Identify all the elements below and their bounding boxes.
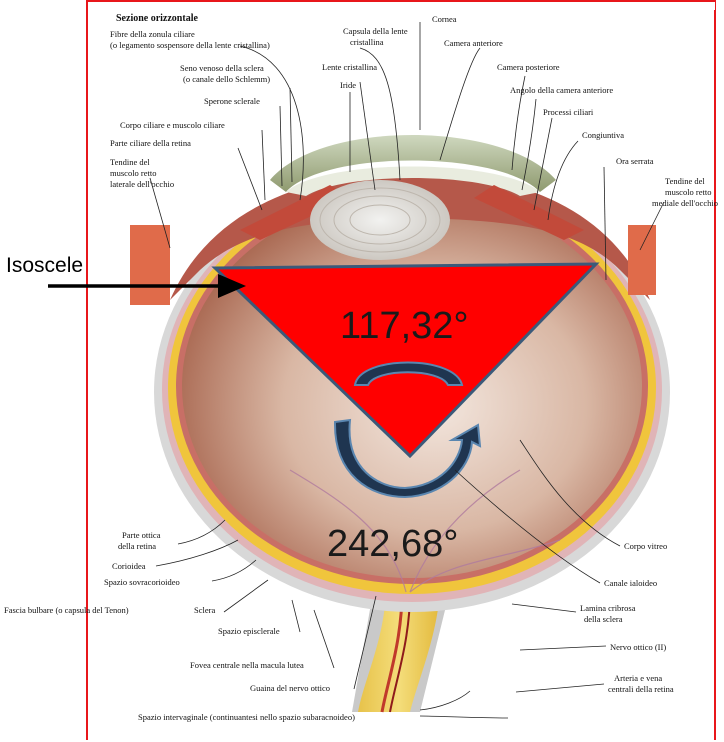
label-cornea: Cornea <box>432 14 457 24</box>
label-processi-ciliari: Processi ciliari <box>543 107 594 117</box>
label-canale-ialoideo: Canale ialoideo <box>604 578 657 588</box>
label-spazio-intervaginale: Spazio intervaginale (continuantesi nell… <box>138 712 355 722</box>
label-parte-ottica-2: della retina <box>118 541 156 551</box>
label-fibre-zonula-2: (o legamento sospensore della lente cris… <box>110 40 270 50</box>
label-capsula-2: cristallina <box>350 37 384 47</box>
label-fovea: Fovea centrale nella macula lutea <box>190 660 304 670</box>
label-tendine-mediale-3: mediale dell'occhio <box>652 198 718 208</box>
diagram-title: Sezione orizzontale <box>116 13 198 24</box>
label-arteria-vena: Arteria e vena <box>614 673 662 683</box>
label-guaina: Guaina del nervo ottico <box>250 683 330 693</box>
label-tendine-laterale-2: muscolo retto <box>110 168 157 178</box>
label-arteria-vena-2: centrali della retina <box>608 684 674 694</box>
label-nervo-ottico: Nervo ottico (II) <box>610 642 666 652</box>
label-tendine-mediale-2: muscolo retto <box>665 187 712 197</box>
label-capsula: Capsula della lente <box>343 26 408 36</box>
label-seno-venoso-2: (o canale dello Schlemm) <box>183 74 270 84</box>
label-parte-ciliare-retina: Parte ciliare della retina <box>110 138 191 148</box>
label-fibre-zonula: Fibre della zonula ciliare <box>110 29 195 39</box>
inner-angle-label: 117,32° <box>340 305 469 347</box>
label-corpo-ciliare: Corpo ciliare e muscolo ciliare <box>120 120 225 130</box>
label-spazio-sovracorioideo: Spazio sovracorioideo <box>104 577 180 587</box>
label-camera-anteriore: Camera anteriore <box>444 38 503 48</box>
label-ora-serrata: Ora serrata <box>616 156 654 166</box>
label-fascia-bulbare: Fascia bulbare (o capsula del Tenon) <box>4 605 129 615</box>
label-tendine-laterale: Tendine del <box>110 157 150 167</box>
label-congiuntiva: Congiuntiva <box>582 130 624 140</box>
label-camera-posteriore: Camera posteriore <box>497 62 560 72</box>
outer-angle-label: 242,68° <box>327 523 458 565</box>
label-corpo-vitreo: Corpo vitreo <box>624 541 667 551</box>
label-sperone-sclerale: Sperone sclerale <box>204 96 260 106</box>
label-seno-venoso: Seno venoso della sclera <box>180 63 264 73</box>
label-tendine-laterale-3: laterale dell'occhio <box>110 179 174 189</box>
label-angolo-camera: Angolo della camera anteriore <box>510 85 613 95</box>
label-iride: Iride <box>340 80 356 90</box>
label-lente-cristallina: Lente cristallina <box>322 62 377 72</box>
label-parte-ottica: Parte ottica <box>122 530 161 540</box>
label-lamina-cribrosa: Lamina cribrosa <box>580 603 636 613</box>
label-corioidea: Corioidea <box>112 561 146 571</box>
label-lamina-cribrosa-2: della sclera <box>584 614 623 624</box>
label-tendine-mediale: Tendine del <box>665 176 705 186</box>
isosceles-label: Isoscele <box>6 254 83 277</box>
label-spazio-episclerale: Spazio episclerale <box>218 626 280 636</box>
label-sclera: Sclera <box>194 605 215 615</box>
